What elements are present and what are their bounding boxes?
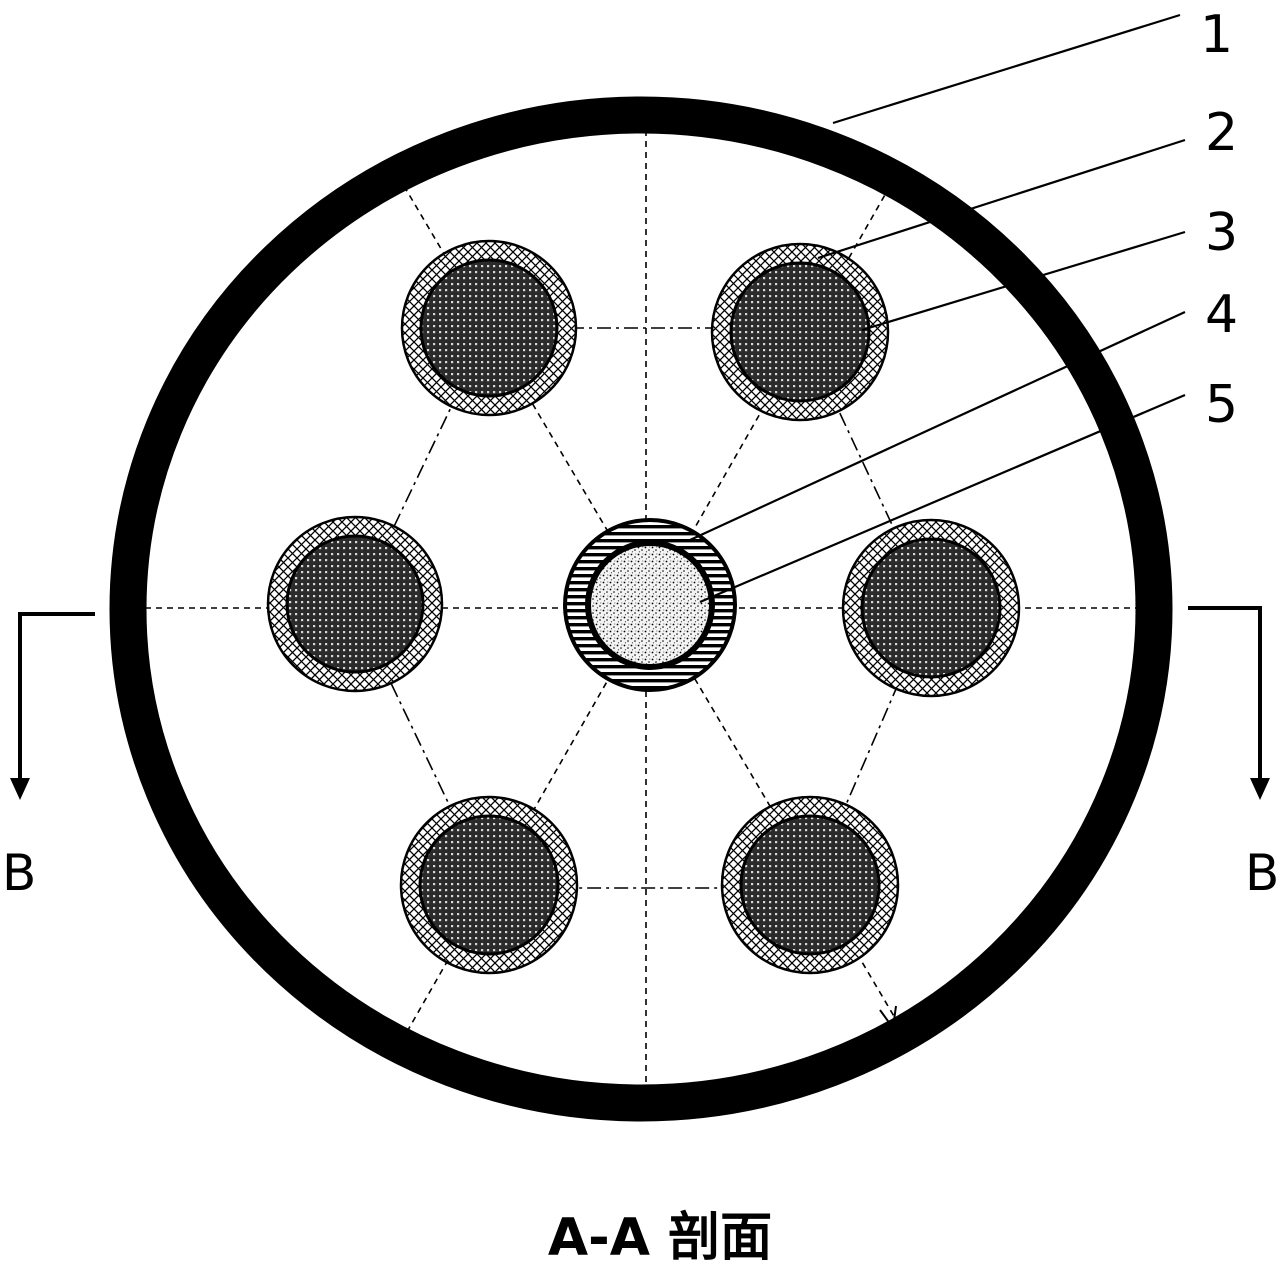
conductor-top-left (400, 239, 578, 417)
conductor-bottom-left (399, 795, 579, 975)
leader-1 (832, 13, 1181, 125)
leader-2 (817, 138, 1186, 260)
leader-lines (689, 13, 1186, 604)
callout-5: 5 (1205, 375, 1238, 435)
central-core (563, 518, 737, 692)
outer-sheath (109, 96, 1173, 1122)
conductor-bottom-right (720, 795, 900, 975)
callout-3: 3 (1205, 203, 1238, 263)
leader-3 (861, 230, 1186, 332)
section-mark-left-label: B (2, 844, 36, 902)
leader-5 (699, 393, 1186, 604)
callout-4: 4 (1205, 285, 1238, 345)
conductor-right (841, 518, 1021, 698)
callout-2: 2 (1205, 103, 1238, 163)
leader-4 (689, 311, 1186, 541)
central-core-filler (585, 540, 715, 670)
conductor-left (266, 515, 444, 693)
figure-caption: A-A 剖面 (548, 1208, 772, 1267)
section-marker-right (1188, 606, 1270, 800)
section-mark-right-label: B (1245, 844, 1279, 902)
section-marker-left (10, 612, 95, 800)
conductor-top-right (710, 242, 890, 422)
callout-1: 1 (1200, 5, 1233, 65)
